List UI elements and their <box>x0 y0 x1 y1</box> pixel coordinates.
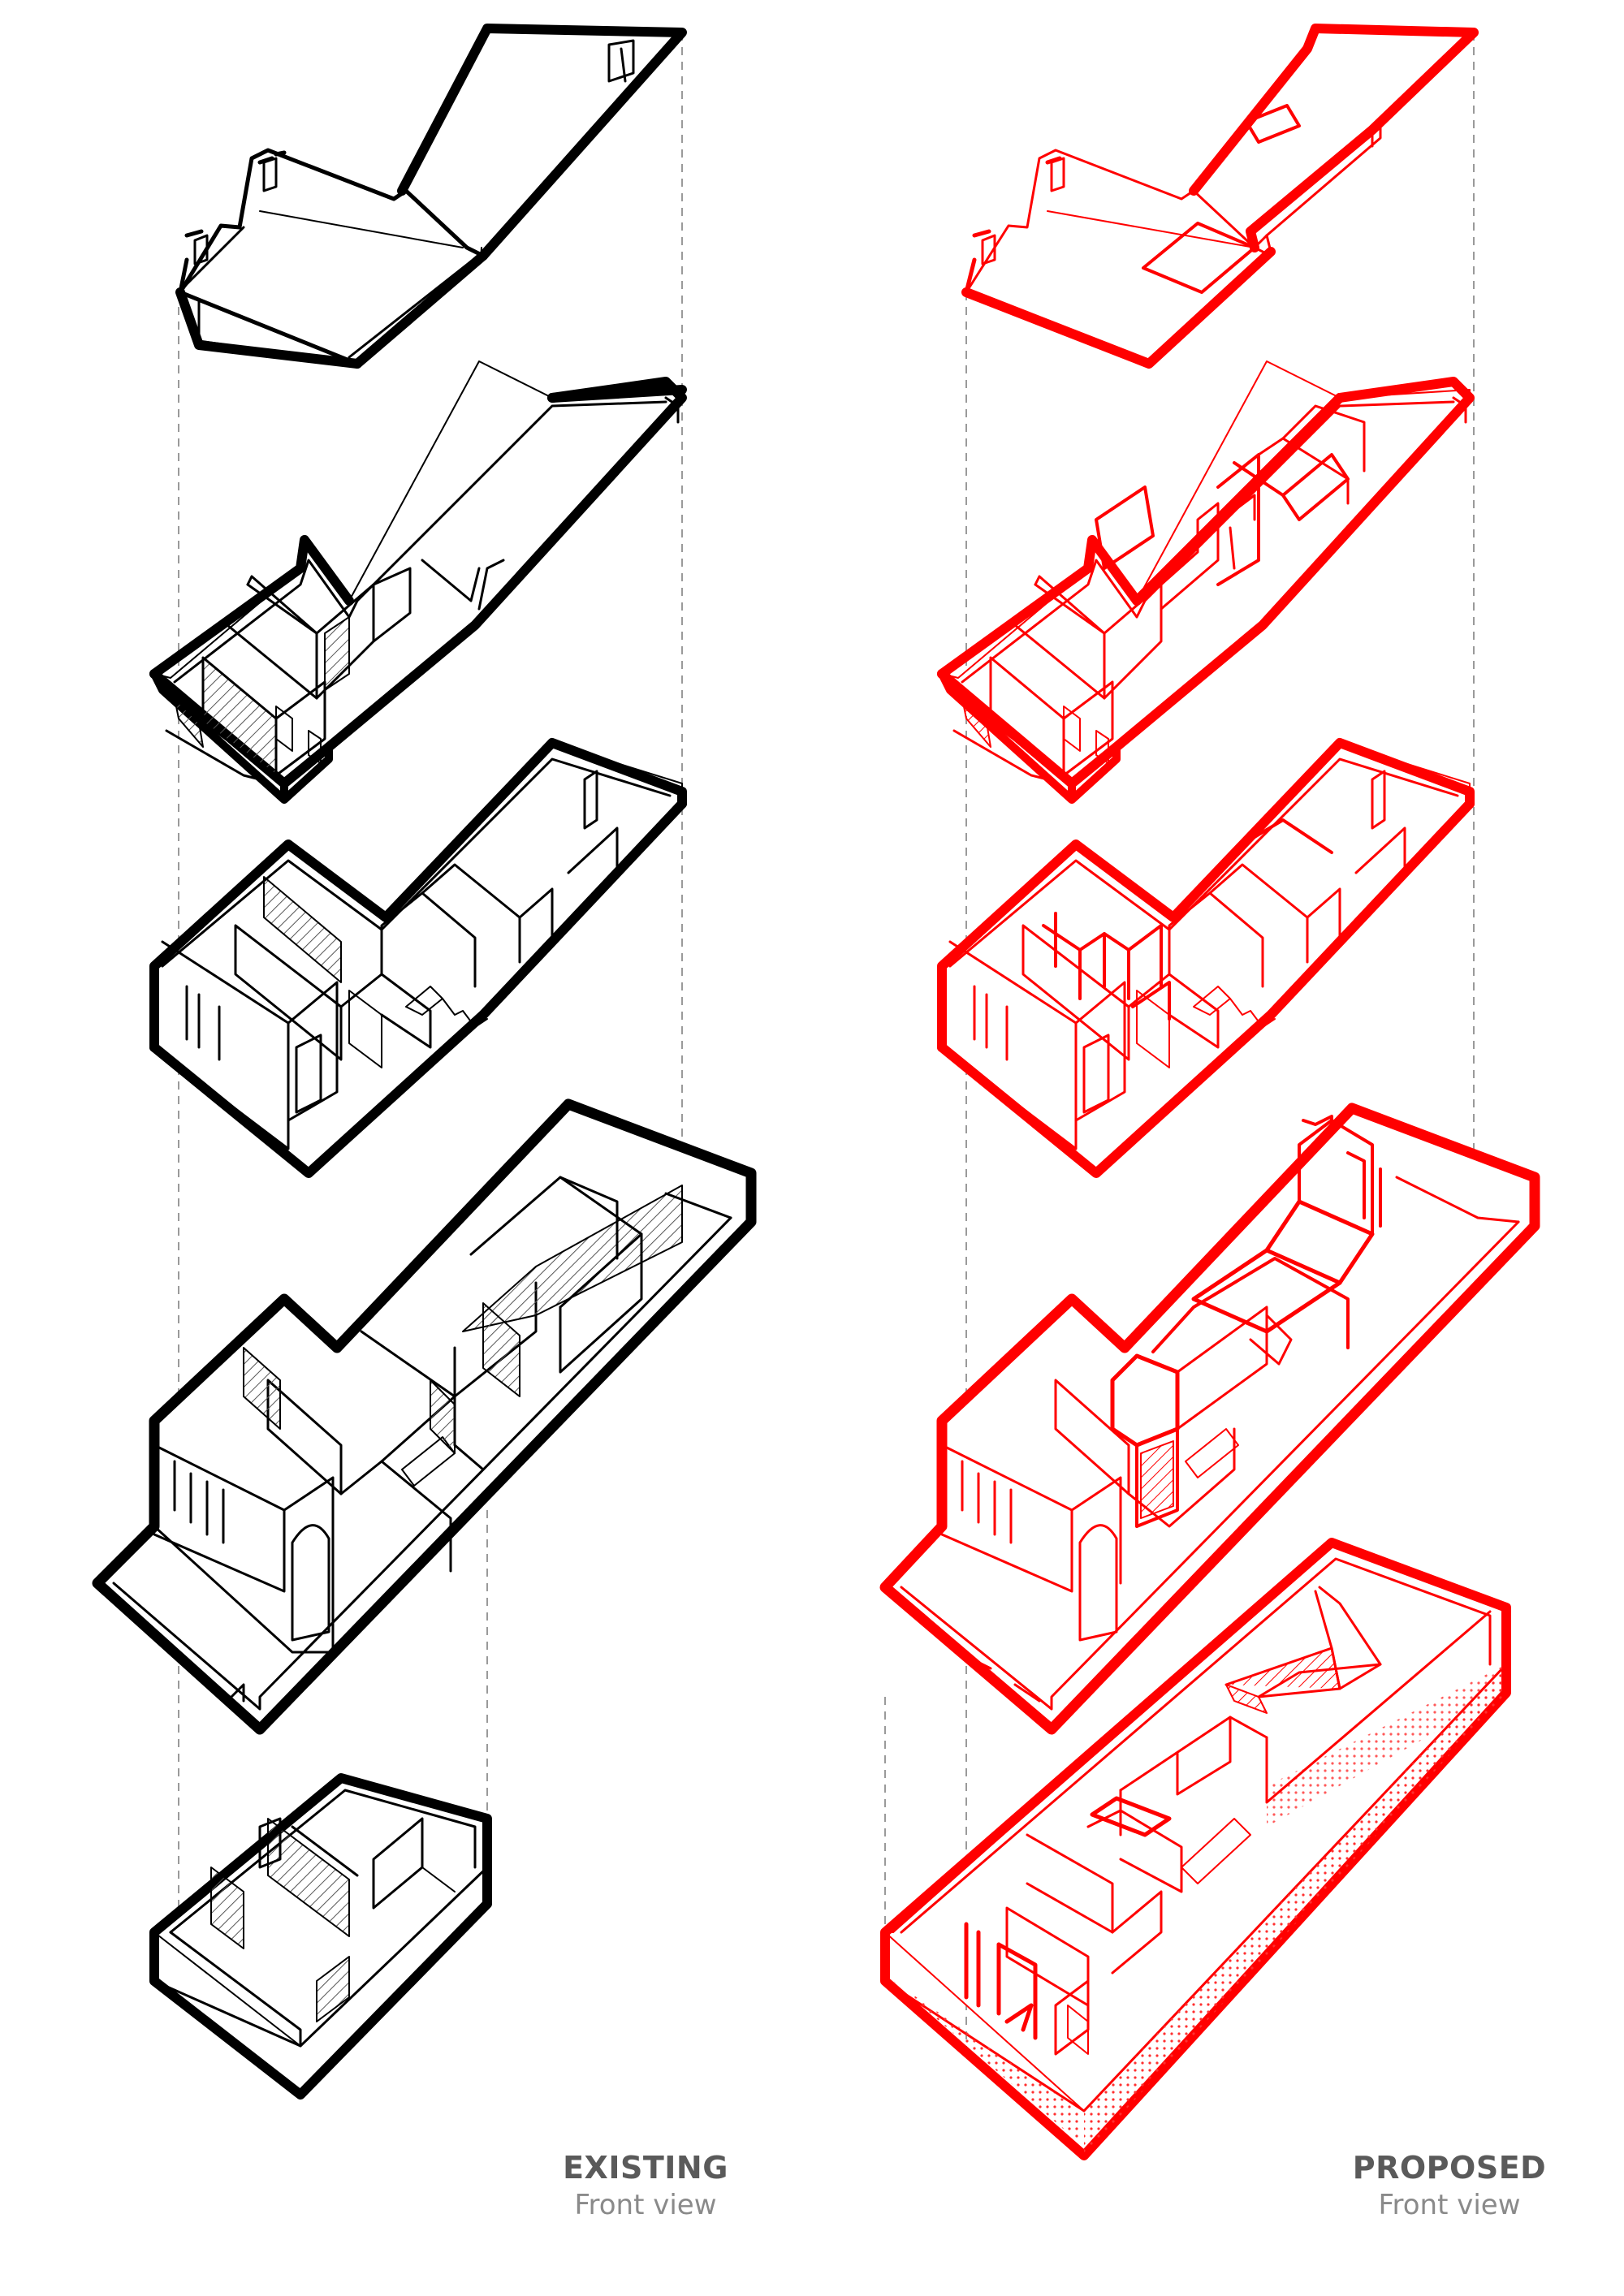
proposed-axonometric <box>879 24 1540 2160</box>
proposed-caption-subtitle: Front view <box>1378 2189 1521 2221</box>
existing-axonometric <box>92 24 757 2100</box>
proposed-basement <box>880 1538 1511 2160</box>
proposed-caption: PROPOSED Front view <box>1303 2150 1596 2221</box>
proposed-caption-title: PROPOSED <box>1352 2150 1547 2186</box>
proposed-roof <box>961 24 1479 369</box>
existing-caption-title: EXISTING <box>563 2150 728 2186</box>
existing-ground-floor <box>92 1098 757 1735</box>
proposed-second-floor <box>937 360 1475 804</box>
proposed-ground-floor <box>879 1103 1540 1735</box>
existing-second-floor <box>149 360 687 804</box>
existing-caption-subtitle: Front view <box>574 2189 717 2221</box>
existing-roof <box>175 24 687 369</box>
existing-first-floor <box>149 738 687 1178</box>
existing-caption: EXISTING Front view <box>499 2150 792 2221</box>
proposed-first-floor <box>937 738 1475 1178</box>
existing-basement <box>149 1773 492 2100</box>
